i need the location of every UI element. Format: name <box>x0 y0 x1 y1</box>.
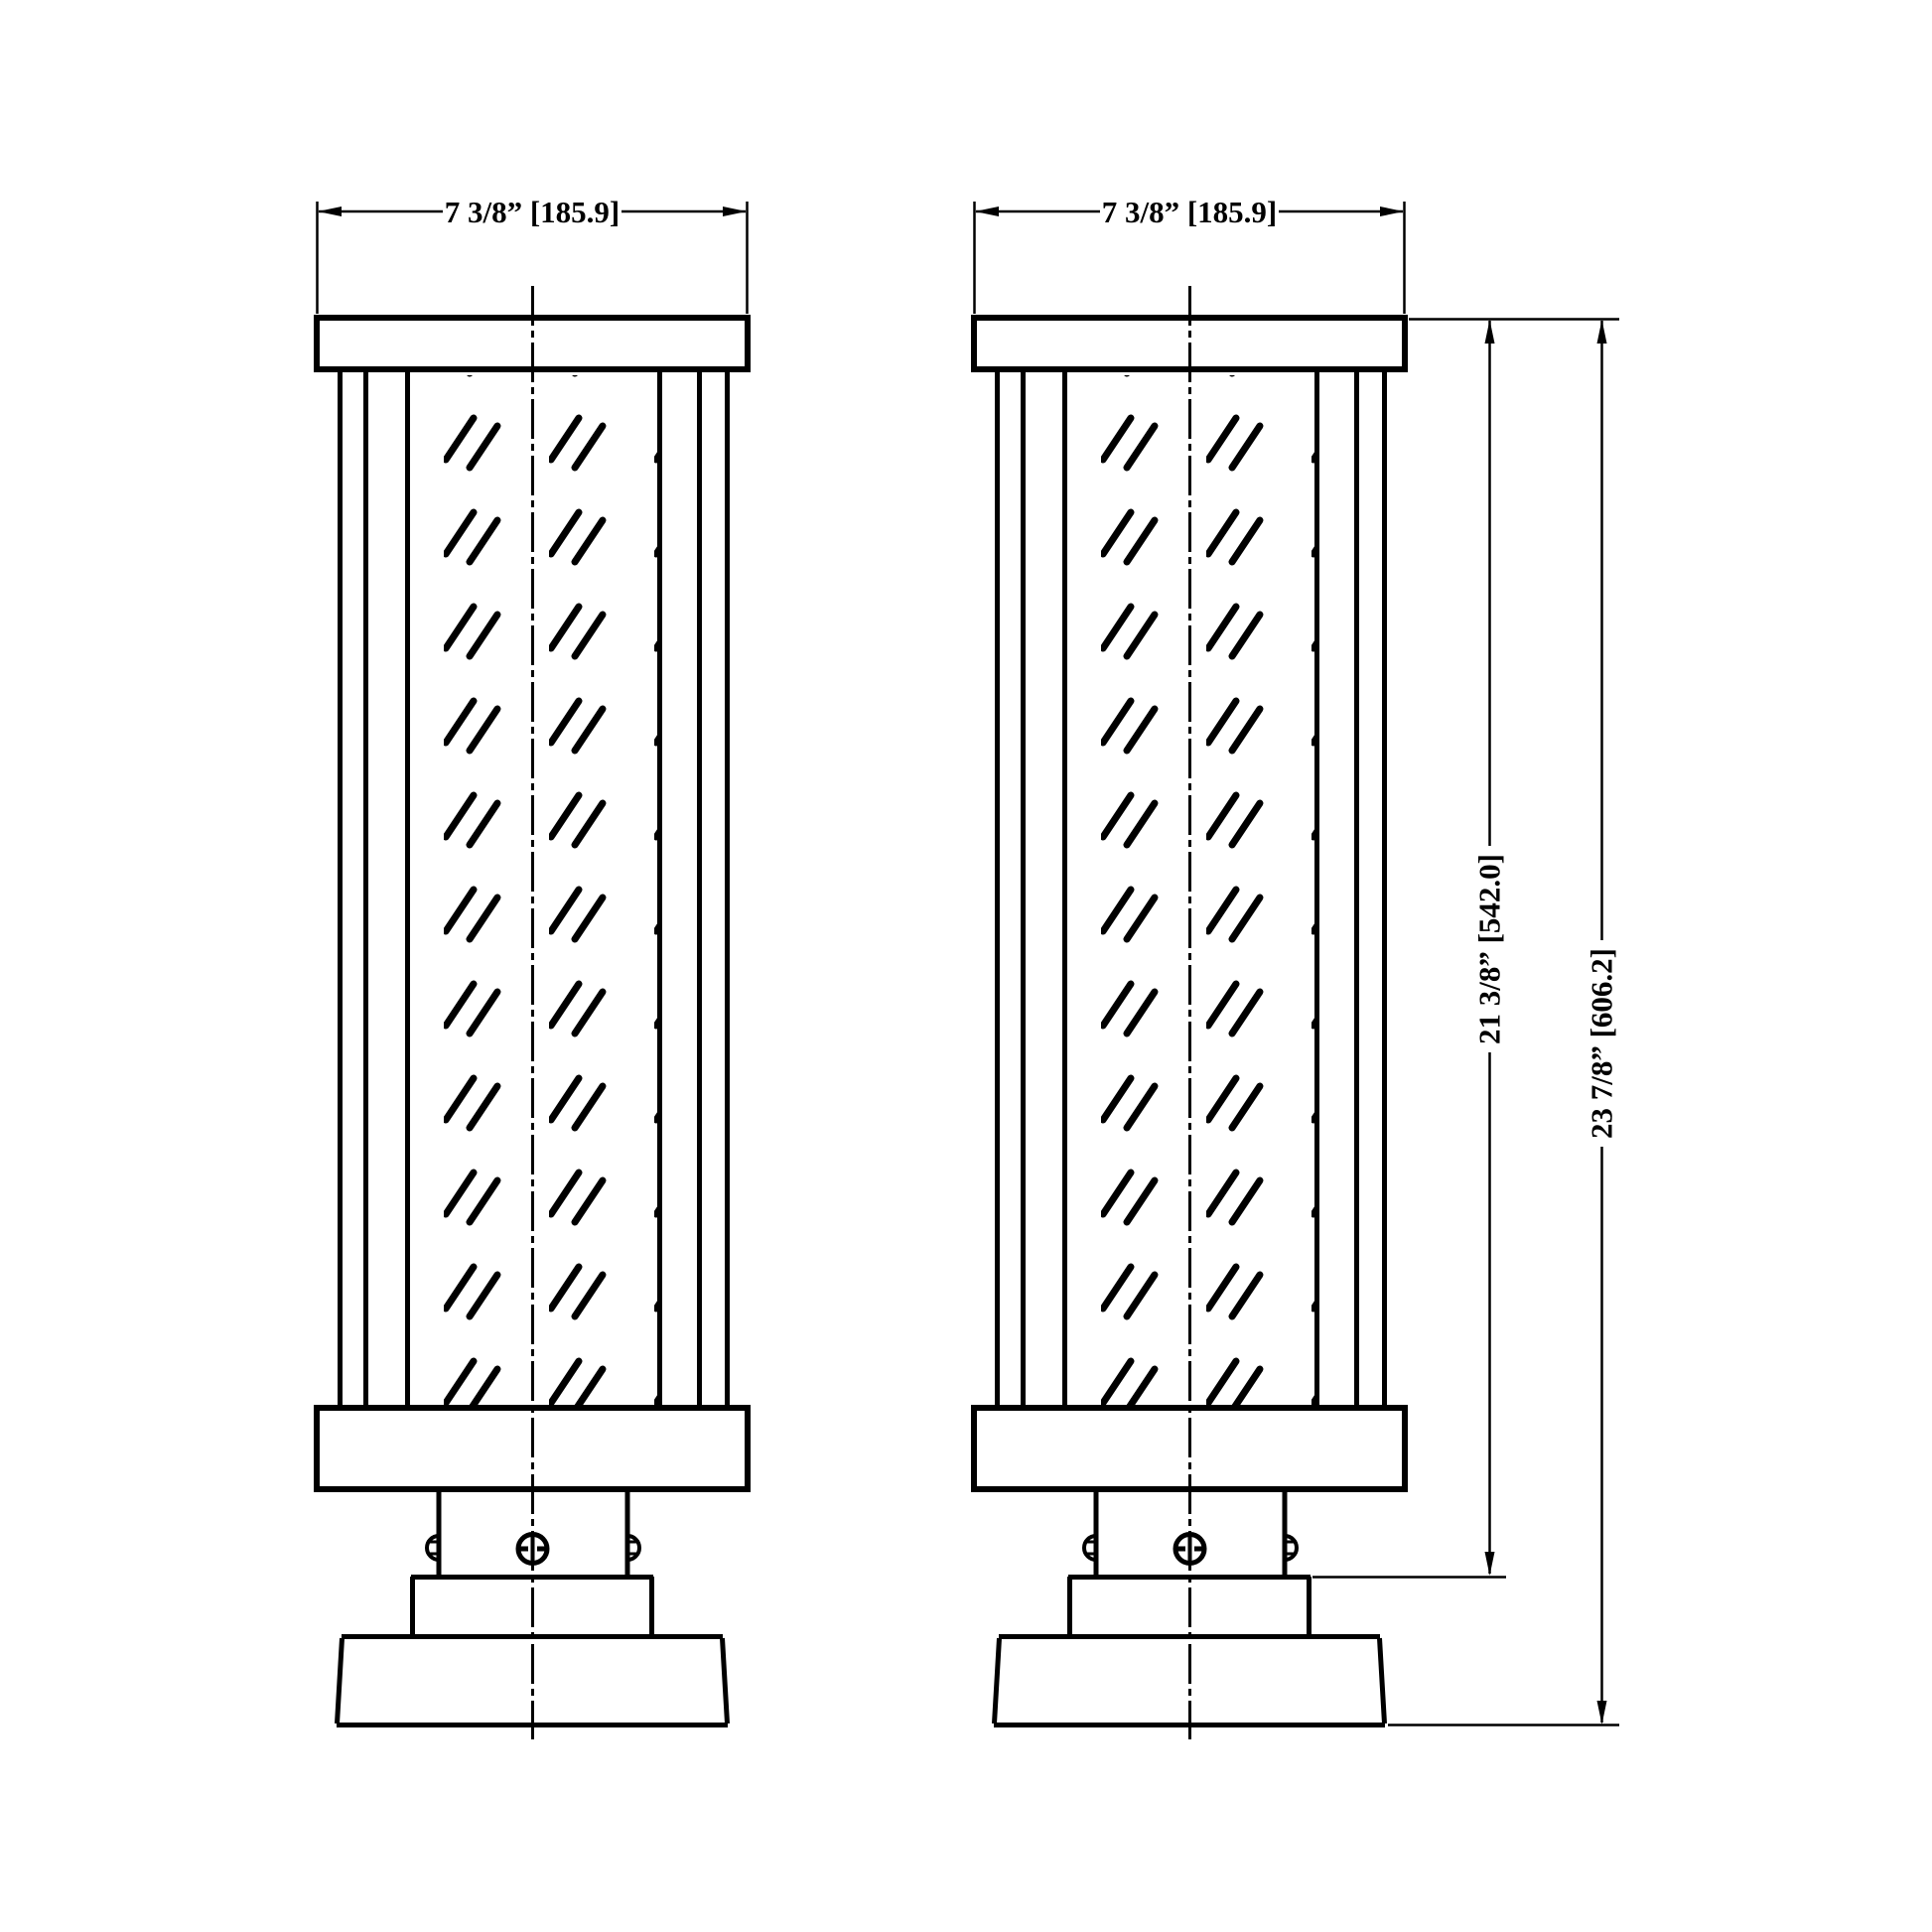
right-fixture-view <box>974 286 1405 1739</box>
lamp-height-dimension: 21 3/8” [542.0] <box>1312 320 1507 1579</box>
arrowhead-down <box>1596 1701 1607 1725</box>
arrowhead-left <box>975 207 999 216</box>
left-width-dimension-label: 7 3/8” [185.9] <box>445 195 621 229</box>
arrowhead-down <box>1484 1552 1495 1576</box>
arrowhead-right <box>1380 207 1404 216</box>
arrowhead-right <box>723 207 747 216</box>
overall-height-dimension: 23 7/8” [606.2] <box>1388 320 1619 1726</box>
right-width-dimension: 7 3/8” [185.9] <box>973 195 1406 314</box>
lamp-height-dimension-label: 21 3/8” [542.0] <box>1472 854 1507 1044</box>
overall-height-dimension-label: 23 7/8” [606.2] <box>1585 948 1619 1139</box>
right-width-dimension-label: 7 3/8” [185.9] <box>1102 195 1278 229</box>
left-fixture-view <box>317 286 748 1739</box>
arrowhead-up <box>1484 320 1495 344</box>
arrowhead-up <box>1596 320 1607 344</box>
left-width-dimension: 7 3/8” [185.9] <box>316 195 749 314</box>
arrowhead-left <box>318 207 342 216</box>
